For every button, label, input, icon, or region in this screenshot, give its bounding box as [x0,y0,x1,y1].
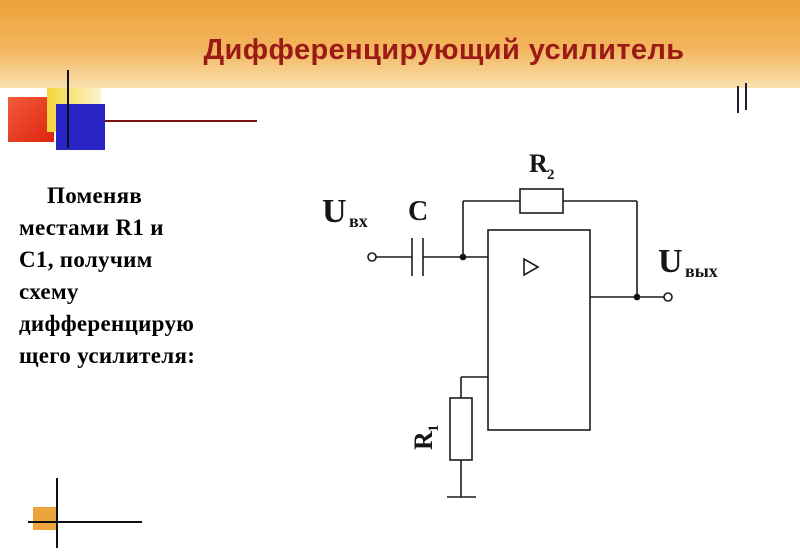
r2-sub: 2 [547,167,555,183]
label-capacitor: C [408,196,428,227]
input-terminal [367,252,377,262]
body-line: щего усилителя: [19,343,196,368]
body-line: схему [19,279,79,304]
feedback-path [462,188,638,297]
resistor-r2 [519,188,564,214]
opamp-triangle-icon [523,257,540,277]
capacitor-c [411,238,424,276]
u-in-base: U [322,193,347,230]
junction-dot-output [633,293,641,301]
u-out-sub: вых [685,261,718,281]
label-r1: R 1 [409,425,442,451]
r2-base: R [529,149,548,178]
opamp-box [487,229,591,431]
decor-blue-square [56,104,105,150]
body-line: дифференцирую [19,311,195,336]
r1-base: R [409,431,438,450]
decor-red-square [8,97,54,142]
decor-vertical-line-top [67,70,69,148]
slide-title: Дифференцирующий усилитель [203,34,685,66]
decor-tick-mark [745,83,747,110]
body-line: С1, получим [19,247,153,272]
decor-horizontal-line-bottom [28,521,142,523]
output-terminal [663,292,673,302]
decor-tick-mark [737,86,739,113]
u-in-sub: вх [349,211,368,231]
label-u-in: U вх [322,193,368,231]
resistor-r1 [449,397,473,461]
r1-branch [447,376,488,498]
decor-vertical-line-bottom [56,478,58,548]
u-out-base: U [658,243,683,280]
decor-orange-square [33,507,57,530]
decor-horizontal-line [60,120,257,122]
body-line: местами R1 и [19,215,164,240]
opamp [487,229,591,431]
body-line: Поменяв [47,183,143,208]
slide-body-text: Поменяв местами R1 и С1, получим схему д… [19,180,261,372]
title-band [0,0,800,88]
label-u-out: U вых [658,243,718,281]
label-r2: R 2 [529,149,555,183]
r1-sub: 1 [426,425,442,433]
